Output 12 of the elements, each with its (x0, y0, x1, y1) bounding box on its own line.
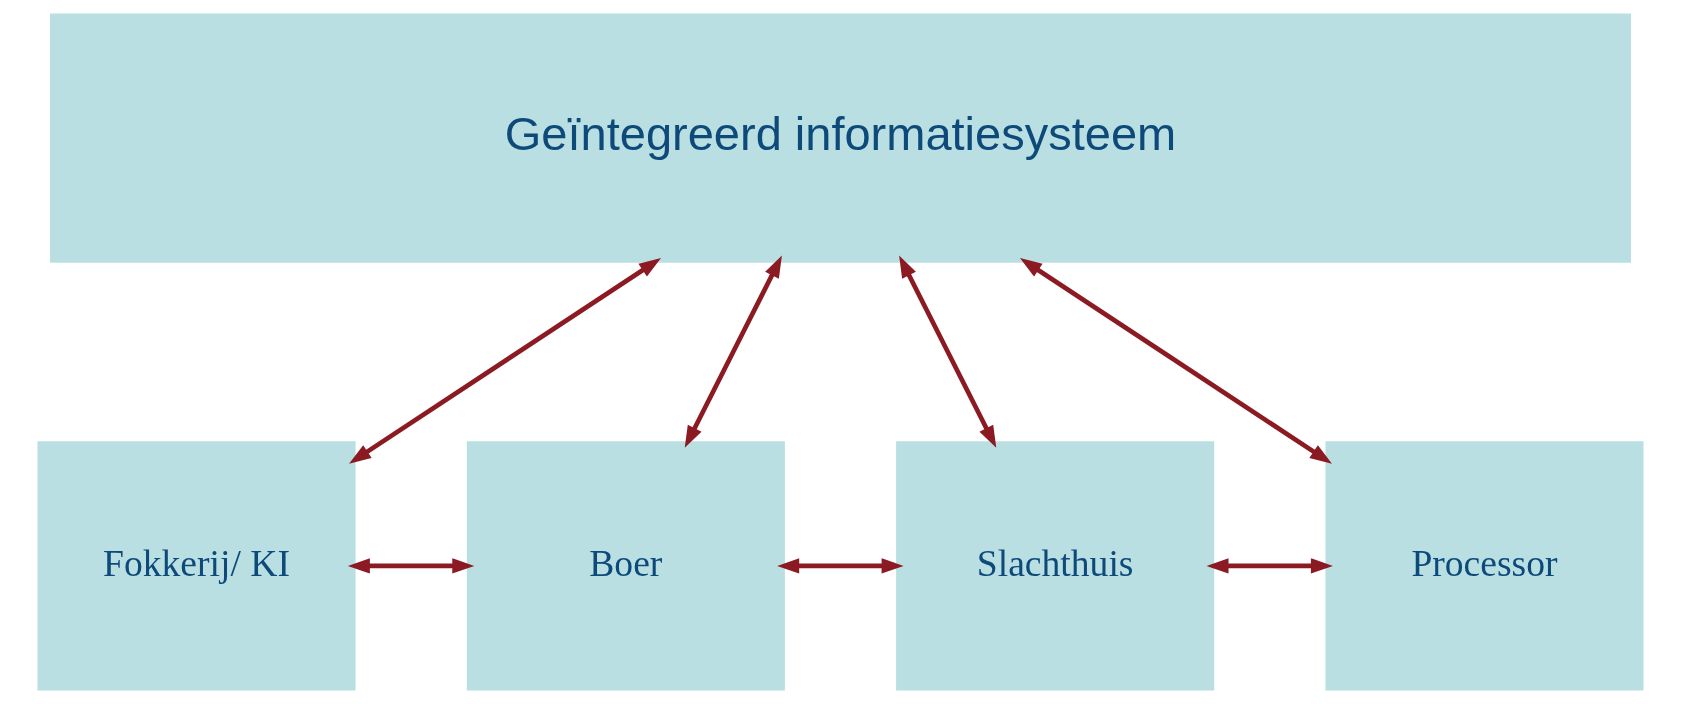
arrow (347, 558, 475, 574)
arrow (349, 258, 661, 464)
arrow (899, 255, 997, 448)
node-box: Processor (1325, 441, 1644, 691)
arrow (684, 255, 782, 448)
node-box: Boer (466, 441, 785, 691)
node-box: Geïntegreerd informatiesysteem (50, 13, 1631, 263)
arrow (1020, 258, 1332, 464)
arrow (1206, 558, 1333, 574)
node-box: Fokkerij/ KI (37, 441, 356, 691)
node-box: Slachthuis (896, 441, 1215, 691)
arrow (777, 558, 904, 574)
